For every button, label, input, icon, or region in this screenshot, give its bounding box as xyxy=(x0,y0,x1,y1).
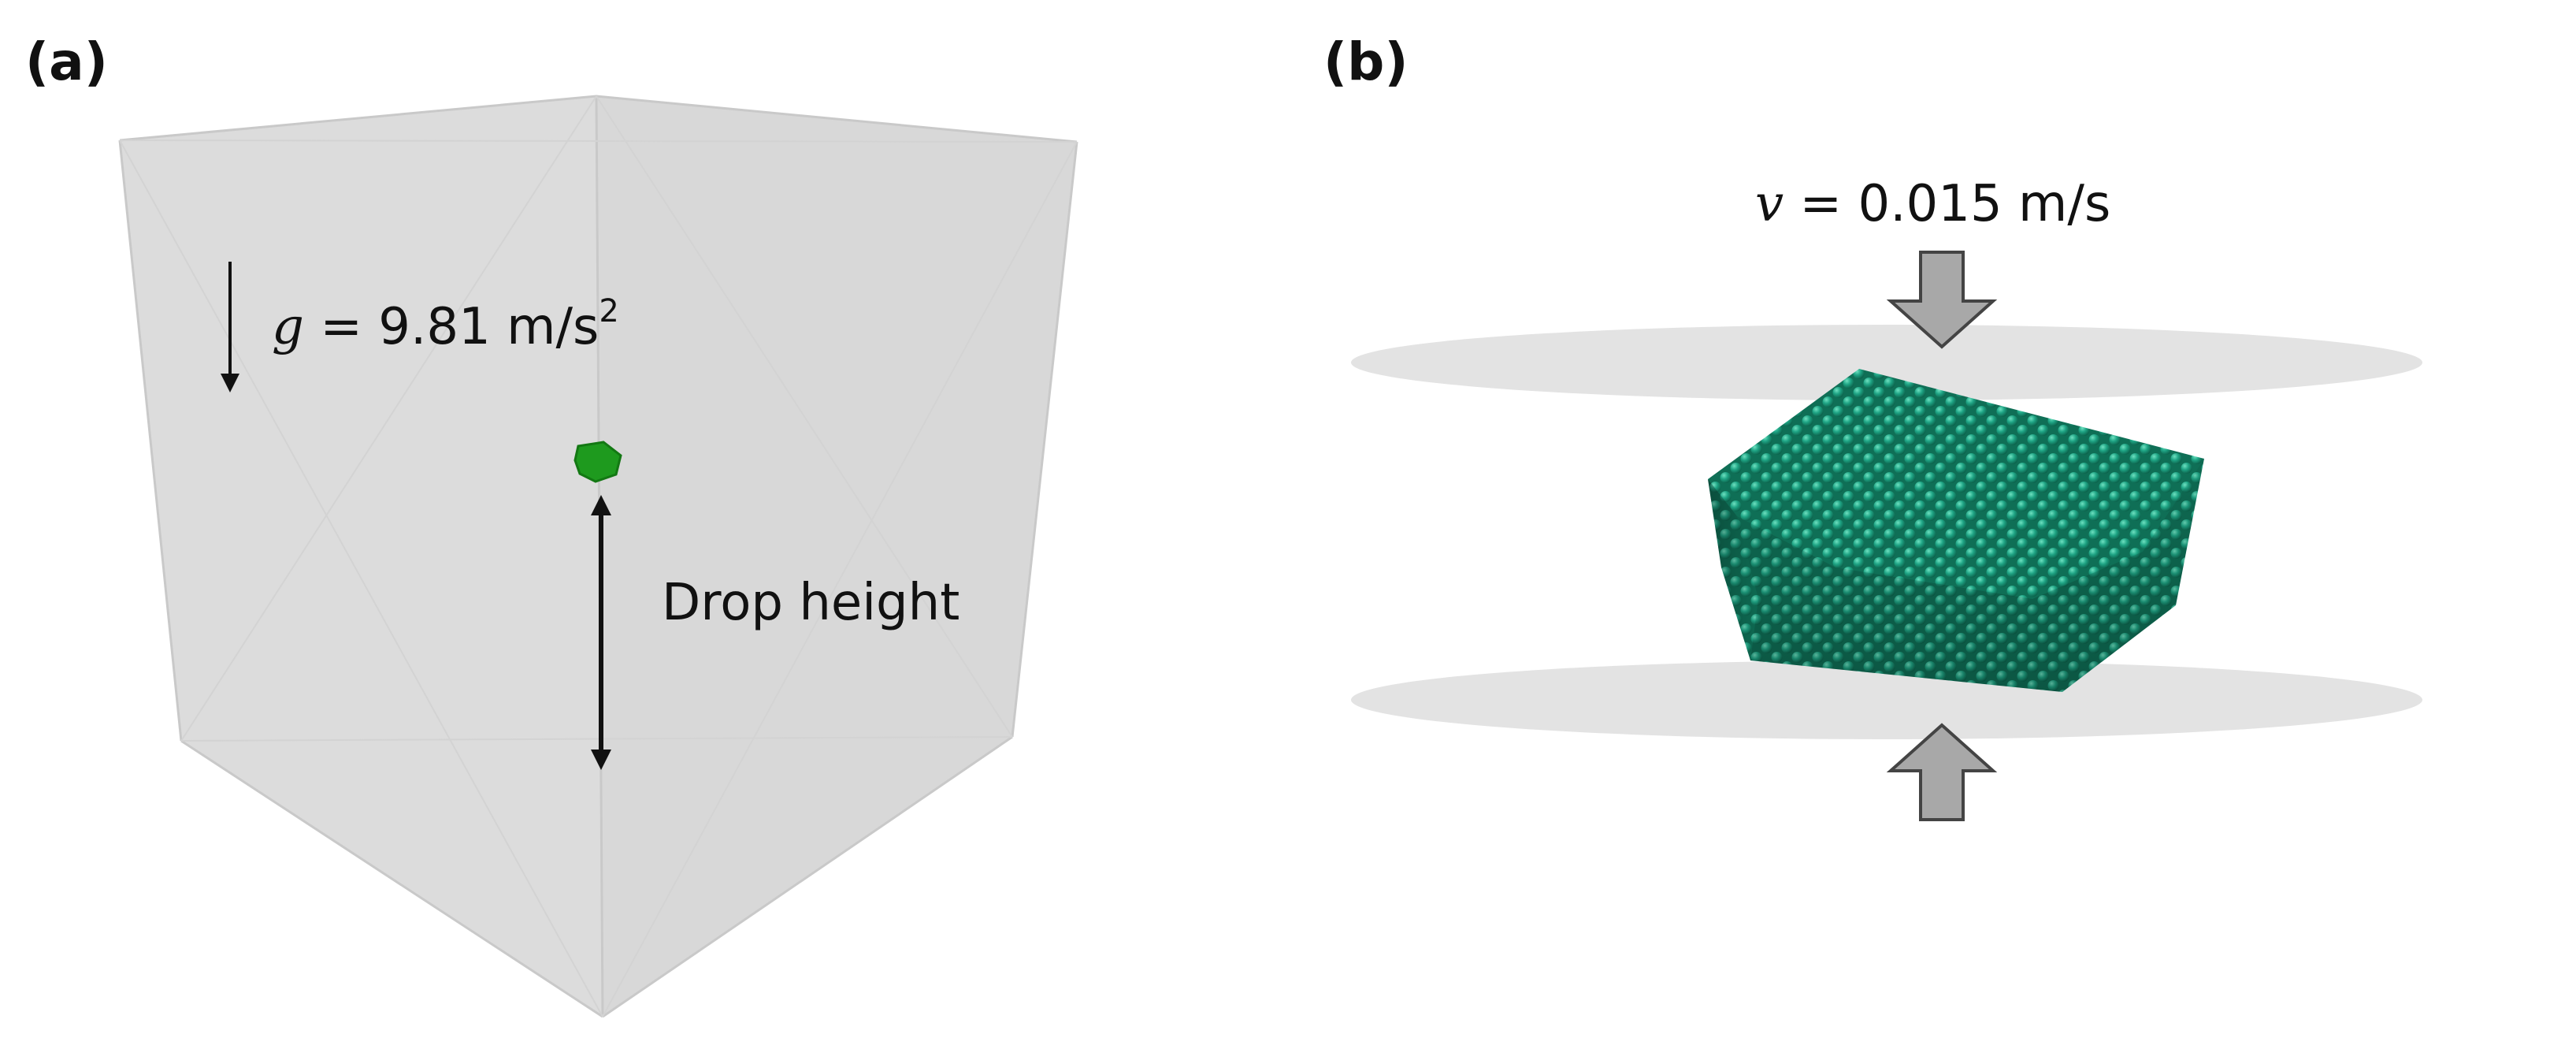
gravity-symbol: g xyxy=(272,298,304,356)
particle-assembly xyxy=(1708,369,2204,692)
green-particle xyxy=(573,441,622,483)
drop-height-arrow xyxy=(591,495,611,770)
panel-a-label: (a) xyxy=(25,32,108,92)
assembly-front-face xyxy=(1737,459,2204,692)
velocity-value: = 0.015 m/s xyxy=(1784,175,2111,233)
top-plate xyxy=(1351,325,2422,400)
box-diagonals xyxy=(119,95,1078,1017)
gravity-exponent: 2 xyxy=(599,293,619,329)
gravity-value: = 9.81 m/s xyxy=(303,298,599,356)
gravity-arrow xyxy=(221,262,239,392)
simulation-box xyxy=(118,95,1078,1018)
gravity-annotation: g = 9.81 m/s2 xyxy=(272,296,619,356)
assembly-left-face xyxy=(1708,479,1758,660)
panel-b-label: (b) xyxy=(1323,32,1409,92)
bottom-compression-arrow xyxy=(1886,723,1998,821)
drop-height-label: Drop height xyxy=(662,574,960,632)
top-compression-arrow xyxy=(1886,251,1998,349)
box-side-face xyxy=(596,96,1077,1017)
bottom-plate xyxy=(1351,660,2422,739)
velocity-symbol: v xyxy=(1755,175,1784,233)
velocity-annotation: v = 0.015 m/s xyxy=(1755,175,2110,233)
